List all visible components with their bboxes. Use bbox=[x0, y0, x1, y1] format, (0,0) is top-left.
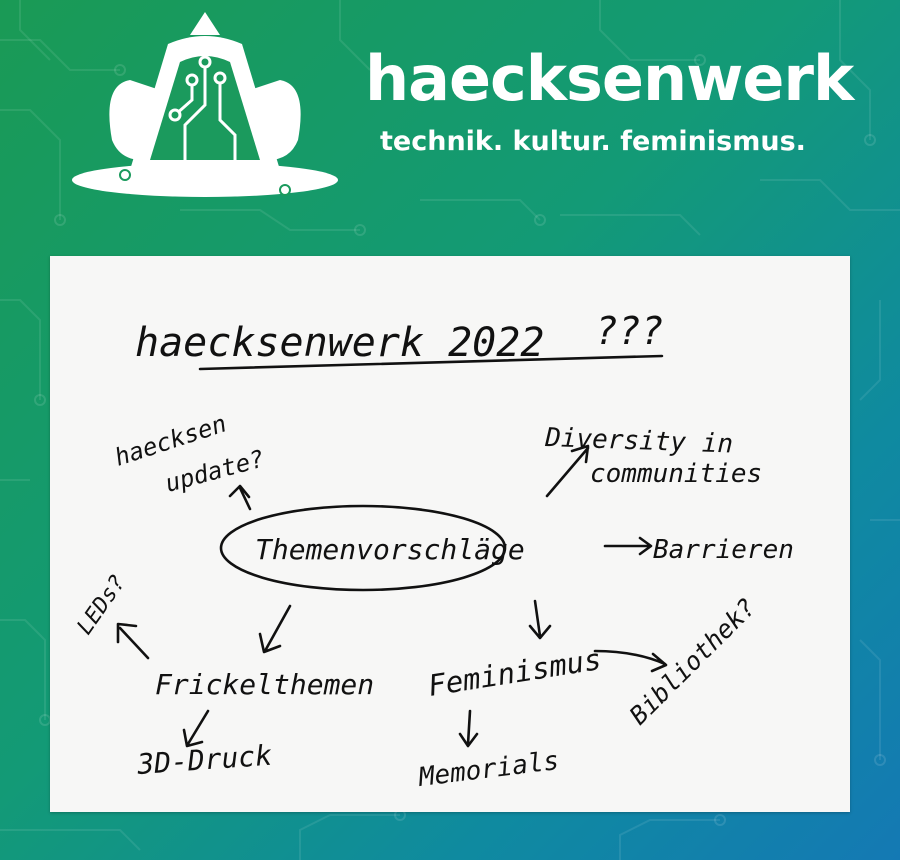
node-frickelthemen: Frickelthemen bbox=[155, 668, 374, 701]
rocket-ship-circuit-icon bbox=[72, 12, 338, 197]
node-memorials: Memorials bbox=[416, 746, 560, 793]
arrow-barrieren bbox=[603, 536, 653, 556]
arrow-diversity bbox=[545, 444, 590, 498]
brand-title: haecksenwerk bbox=[365, 42, 854, 115]
arrow-feminismus bbox=[528, 599, 552, 640]
title-underline bbox=[198, 354, 664, 371]
arrow-haecksen bbox=[228, 484, 252, 511]
node-3d-druck: 3D-Druck bbox=[135, 739, 273, 781]
arrow-druck bbox=[182, 709, 210, 748]
arrow-memorials bbox=[458, 709, 479, 748]
whiteboard-sheet: haecksenwerk 2022 ??? Themenvorschläge h… bbox=[50, 256, 850, 812]
center-ellipse bbox=[219, 504, 507, 592]
arrow-bibliothek bbox=[593, 649, 668, 673]
node-feminismus: Feminismus bbox=[426, 642, 604, 703]
node-diversity-line2: communities bbox=[590, 459, 762, 489]
node-bibliothek: Bibliothek? bbox=[624, 593, 762, 731]
brand-tagline: technik. kultur. feminismus. bbox=[380, 126, 806, 157]
whiteboard-title-suffix: ??? bbox=[595, 309, 664, 353]
arrow-leds bbox=[116, 622, 150, 660]
node-barrieren: Barrieren bbox=[653, 535, 794, 565]
mindmap-drawing: haecksenwerk 2022 ??? Themenvorschläge h… bbox=[72, 309, 794, 793]
arrow-frickel bbox=[258, 604, 292, 654]
node-diversity-line1: Diversity in bbox=[544, 423, 734, 460]
center-topic: Themenvorschläge bbox=[255, 533, 525, 566]
whiteboard-title: haecksenwerk 2022 bbox=[135, 320, 544, 366]
